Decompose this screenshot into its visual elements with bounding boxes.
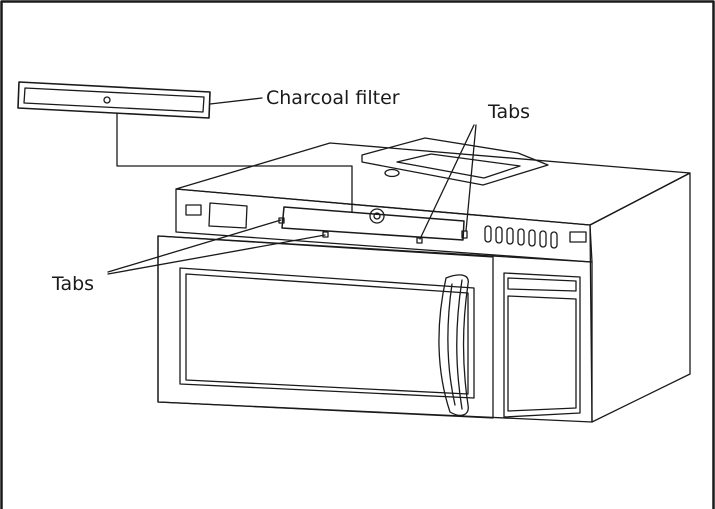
left-vent-window: [208, 202, 248, 229]
tab-right: [461, 230, 468, 239]
control-keypad: [507, 295, 577, 412]
control-display: [507, 277, 577, 292]
door-window-outer: [179, 267, 475, 399]
charcoal-filter: [17, 81, 211, 119]
tab-center-left: [322, 231, 329, 238]
front-face: [157, 235, 593, 423]
control-panel: [503, 272, 581, 418]
charcoal-filter-label: Charcoal filter: [266, 87, 400, 109]
door-handle-edge: [456, 279, 463, 410]
tabs-label-upper: Tabs: [487, 101, 530, 123]
filter-path-line: [116, 112, 353, 213]
tabs-leader-lower-top: [107, 219, 282, 273]
top-vent-opening: [396, 153, 521, 179]
filter-cover-screw-inner: [373, 212, 381, 220]
door-window-inner: [185, 273, 469, 395]
door-handle-inner: [447, 283, 456, 406]
filter-cover: [281, 206, 465, 241]
tab-center-right: [416, 237, 423, 244]
tabs-label-lower: Tabs: [51, 273, 94, 295]
filter-screw-hole: [103, 96, 111, 104]
tabs-leader-upper-right: [465, 124, 477, 232]
filter-cover-screw: [369, 208, 385, 224]
right-vent-slot: [569, 231, 587, 243]
filter-leader-line: [209, 97, 263, 105]
top-vent: [361, 137, 549, 186]
microwave: [157, 137, 691, 423]
left-vent-slot: [185, 204, 202, 216]
door-handle: [438, 274, 469, 416]
door: [157, 235, 494, 419]
top-vent-knob: [384, 168, 400, 178]
tabs-leader-upper-left: [419, 124, 475, 240]
microwave-side: [589, 172, 691, 423]
vent-louvers: [484, 225, 558, 249]
tabs-leader-lower-bottom: [107, 234, 326, 275]
